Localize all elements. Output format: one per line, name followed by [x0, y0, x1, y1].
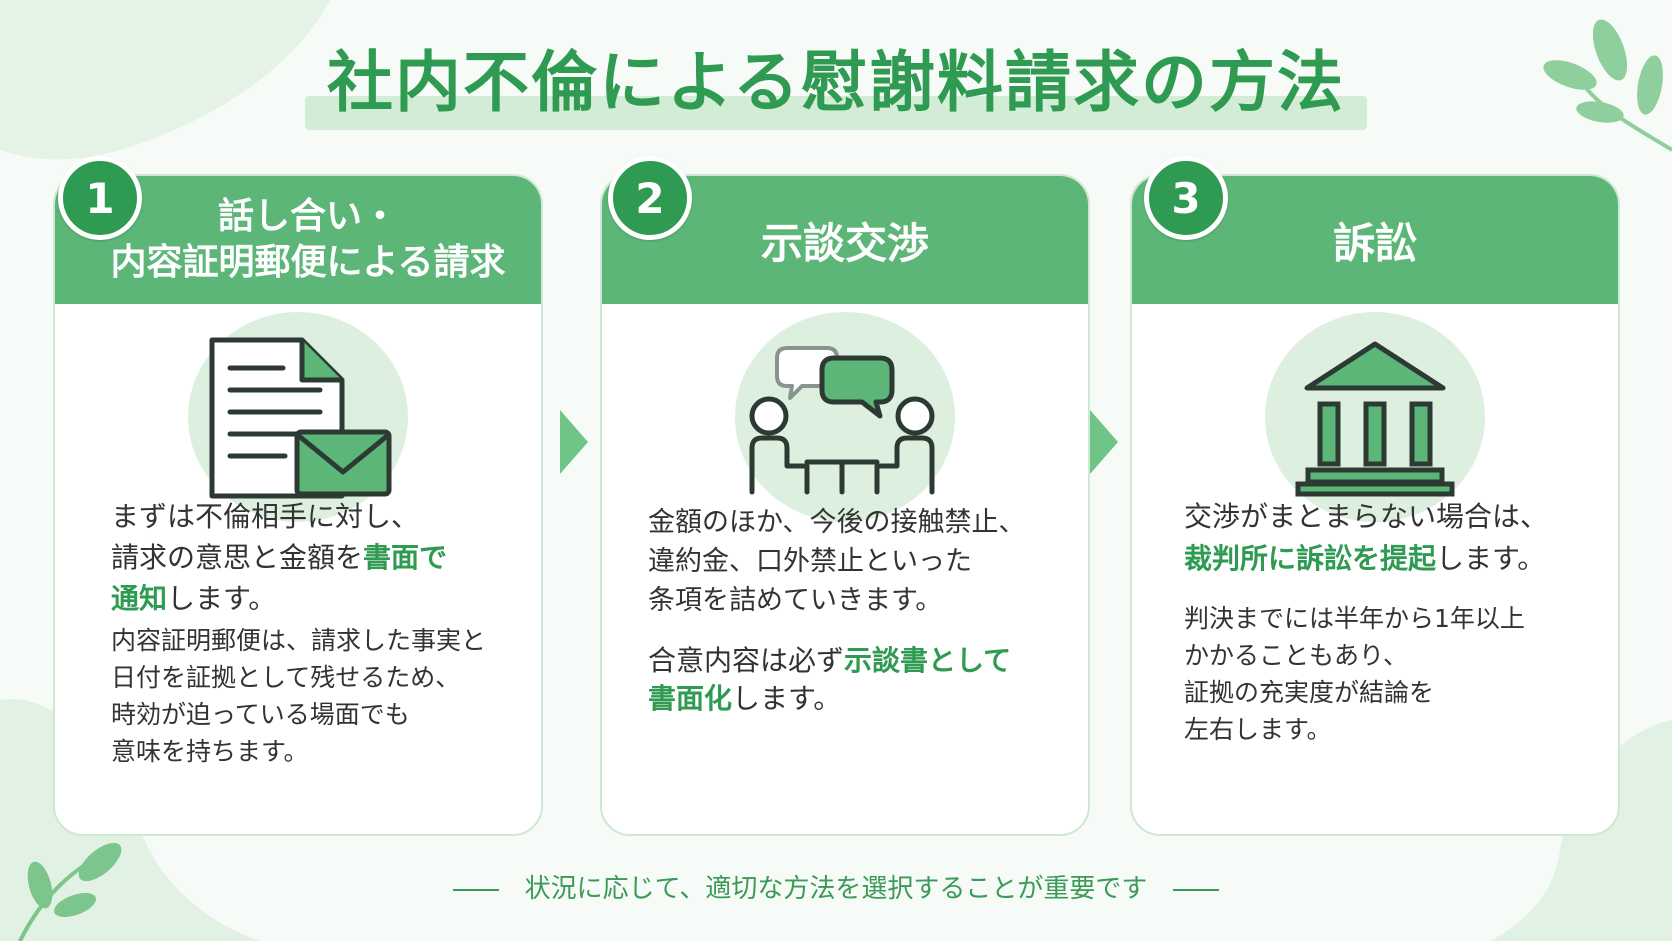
step-1-text-line: まずは不倫相手に対し、	[111, 500, 420, 533]
text-fragment: 請求の意思と金額を	[111, 541, 364, 574]
step-3-text-line: 裁判所に訴訟を提起します。	[1184, 538, 1548, 580]
step-1-text-line: 請求の意思と金額を書面で	[111, 537, 447, 578]
step-1-detail-line: 内容証明郵便は、請求した事実と	[111, 626, 487, 655]
step-heading-1-line1: 話し合い・	[217, 196, 398, 237]
title-container: 社内不倫による慰謝料請求の方法	[0, 38, 1672, 128]
meeting-chat-icon	[749, 346, 935, 495]
highlight-text: 示談書として	[844, 644, 1012, 677]
arrow-right-icon	[1090, 410, 1118, 474]
step-3-detail-line: かかることもあり、	[1184, 641, 1409, 670]
step-number-3: 3	[1144, 156, 1228, 240]
footer-note: 状況に応じて、適切な方法を選択することが重要です	[0, 868, 1672, 905]
highlight-text: 通知	[111, 582, 168, 615]
step-number-1: 1	[58, 156, 142, 240]
text-fragment: します。	[167, 582, 277, 615]
footer-dash-left	[452, 888, 499, 891]
arrow-right-icon	[560, 410, 588, 474]
title-underline	[305, 96, 1367, 130]
step-3-detail-line: 証拠の充実度が結論を	[1184, 678, 1435, 707]
step-1-detail-line: 時効が迫っている場面でも	[111, 700, 410, 729]
step-2-detail-line: 書面化します。	[648, 680, 1011, 718]
highlight-text: 書面化	[648, 682, 733, 715]
step-1-detail-line: 意味を持ちます。	[111, 737, 309, 766]
text-fragment: 合意内容は必ず	[648, 644, 845, 677]
step-2-text-line: 金額のほか、今後の接触禁止、	[648, 507, 1026, 538]
highlight-text: 裁判所に訴訟を提起	[1184, 542, 1437, 575]
step-1-main-text: まずは不倫相手に対し、 請求の意思と金額を書面で 通知します。	[111, 496, 447, 619]
footer-dash-right	[1173, 888, 1220, 891]
step-card-3: 訴訟 交渉がまとまらない場合は、 裁判所に訴訟を提起します。 判決までには半年か…	[1130, 174, 1620, 836]
step-2-text-line: 条項を詰めていきます。	[648, 585, 943, 616]
text-fragment: します。	[1436, 542, 1546, 575]
step-3-text-line: 交渉がまとまらない場合は、	[1184, 500, 1549, 533]
step-heading-3: 訴訟	[1332, 218, 1417, 268]
step-card-1: 話し合い・ 内容証明郵便による請求 まずは不倫相手に対し、 請求の意思と金額を書…	[53, 174, 543, 836]
step-1-text-line: 通知します。	[111, 578, 447, 619]
step-2-main-text: 金額のほか、今後の接触禁止、 違約金、口外禁止といった 条項を詰めていきます。	[648, 503, 1025, 620]
footer-text: 状況に応じて、適切な方法を選択することが重要です	[524, 874, 1148, 904]
step-2-text-line: 違約金、口外禁止といった	[648, 546, 972, 577]
step-3-detail-line: 判決までには半年から1年以上	[1184, 604, 1525, 633]
step-2-detail-text: 合意内容は必ず示談書として 書面化します。	[648, 642, 1011, 718]
step-2-detail-line: 合意内容は必ず示談書として	[648, 642, 1011, 680]
highlight-text: 書面で	[363, 541, 448, 574]
page-title: 社内不倫による慰謝料請求の方法	[326, 44, 1346, 121]
step-number-2: 2	[608, 156, 692, 240]
step-3-detail-text: 判決までには半年から1年以上 かかることもあり、 証拠の充実度が結論を 左右しま…	[1184, 600, 1525, 748]
step-3-main-text: 交渉がまとまらない場合は、 裁判所に訴訟を提起します。	[1184, 496, 1548, 580]
document-envelope-icon	[209, 337, 392, 499]
step-1-detail-line: 日付を証拠として残せるため、	[111, 663, 461, 692]
courthouse-icon	[1295, 341, 1455, 497]
step-3-detail-line: 左右します。	[1184, 715, 1332, 744]
step-heading-2: 示談交渉	[760, 218, 929, 268]
step-card-2: 示談交渉 金額のほか、今後の接触禁止、 違約金、口外禁止といった 条項を詰めてい…	[600, 174, 1090, 836]
step-header-2: 示談交渉	[602, 176, 1088, 304]
step-heading-1-line2: 内容証明郵便による請求	[110, 242, 506, 283]
step-1-detail-text: 内容証明郵便は、請求した事実と 日付を証拠として残せるため、 時効が迫っている場…	[111, 622, 486, 770]
step-heading-1: 話し合い・ 内容証明郵便による請求	[55, 176, 541, 304]
text-fragment: します。	[732, 682, 842, 715]
